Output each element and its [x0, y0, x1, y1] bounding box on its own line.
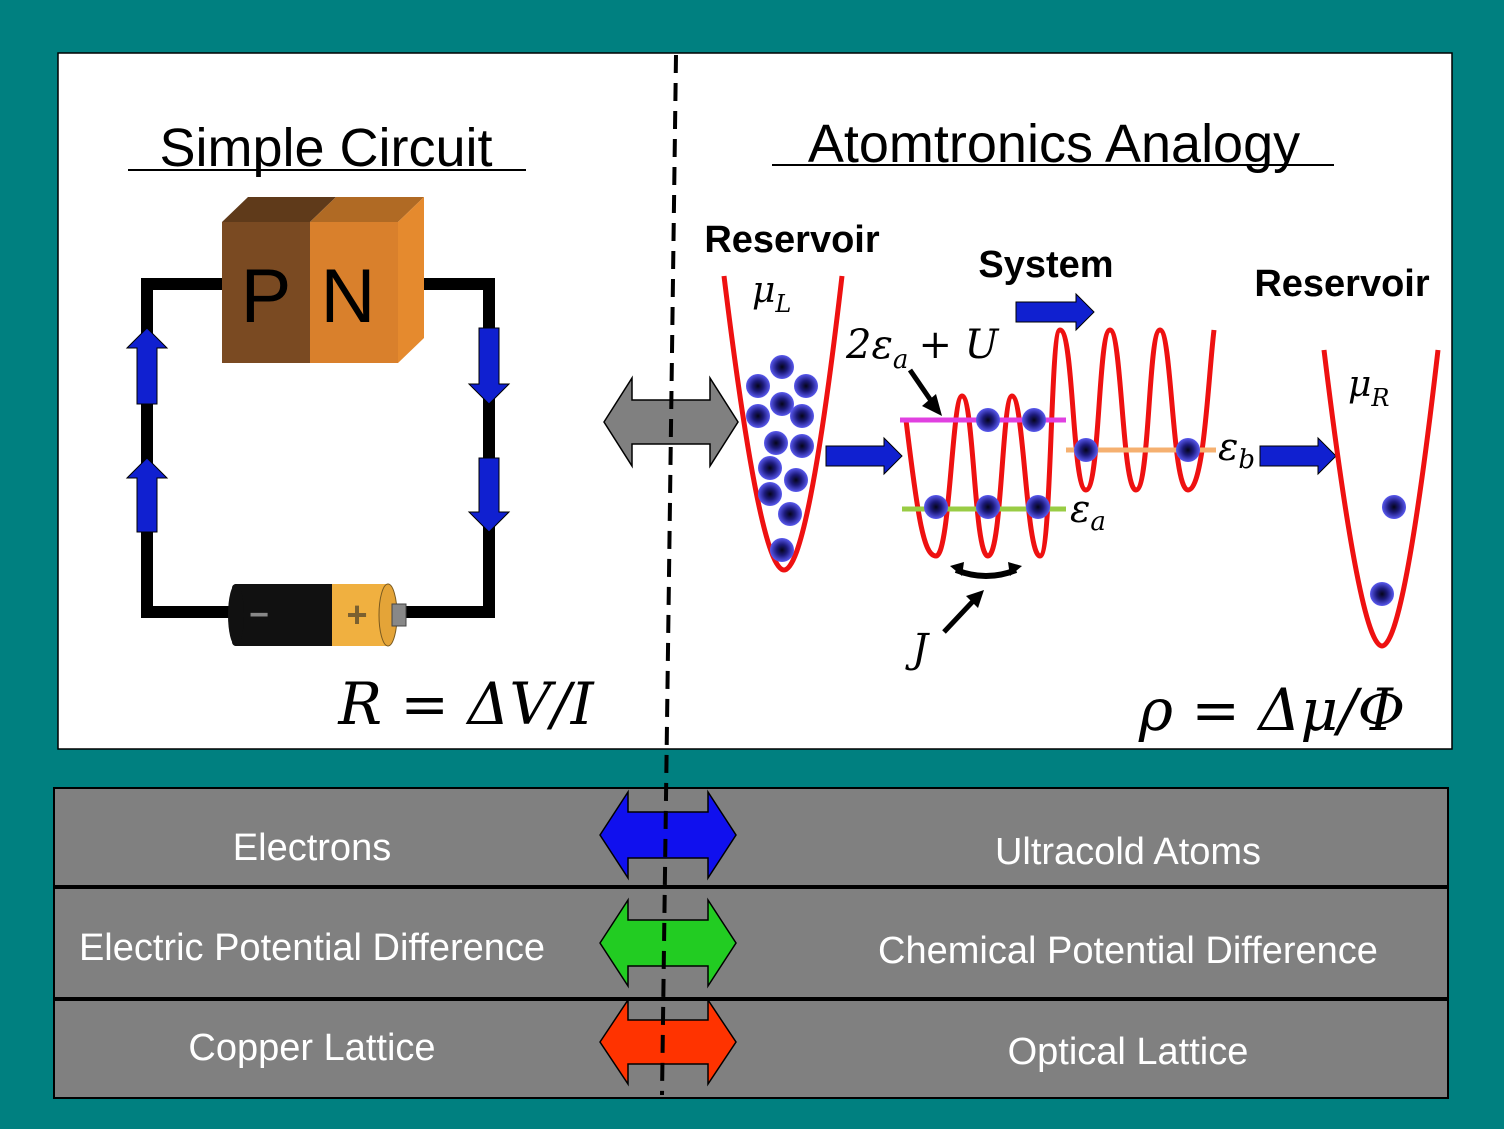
- comparison-table: Electrons Ultracold Atoms Electric Poten…: [53, 787, 1449, 1099]
- tunneling-head-left: [950, 562, 964, 576]
- current-arrow-up-2: [125, 457, 169, 533]
- right-reservoir-atoms: [1370, 495, 1406, 606]
- flow-arrow-right: [1259, 436, 1337, 476]
- simple-circuit-title: Simple Circuit: [159, 118, 492, 178]
- atom: [770, 538, 794, 562]
- system-flow-arrow: [1015, 292, 1095, 332]
- resistivity-equation: ρ = Δμ/Φ: [1138, 676, 1405, 744]
- current-arrow-down-1: [467, 327, 511, 405]
- atom: [770, 355, 794, 379]
- atom: [924, 495, 948, 519]
- atom: [758, 482, 782, 506]
- table-row: [53, 887, 1449, 999]
- pointer-arrow-j: [942, 596, 978, 634]
- table-row: [53, 999, 1449, 1099]
- atom: [790, 404, 814, 428]
- atom: [790, 434, 814, 458]
- table-row: [53, 787, 1449, 887]
- right-reservoir-trap: [1321, 349, 1441, 649]
- row-left-electric-potential: Electric Potential Difference: [79, 927, 545, 969]
- atom: [1176, 438, 1200, 462]
- pointer-arrow-j-head: [966, 590, 984, 608]
- atom: [1370, 582, 1394, 606]
- atom: [1022, 408, 1046, 432]
- atom: [794, 374, 818, 398]
- atom: [976, 408, 1000, 432]
- row-right-optical-lattice: Optical Lattice: [1008, 1031, 1249, 1073]
- battery: − +: [228, 583, 407, 647]
- current-arrow-up-1: [125, 327, 169, 405]
- atom: [784, 468, 808, 492]
- atom: [746, 374, 770, 398]
- label-2eps-a-plus-u: 2εa+ U: [845, 322, 1000, 375]
- reservoir-right-label: Reservoir: [1254, 263, 1430, 305]
- red-double-arrow: [599, 997, 737, 1087]
- resistance-equation: R = ΔV/I: [337, 670, 594, 738]
- battery-minus-label: −: [249, 596, 269, 634]
- atom: [770, 392, 794, 416]
- row-right-ultracold-atoms: Ultracold Atoms: [995, 831, 1261, 873]
- green-double-arrow: [599, 897, 737, 989]
- blue-double-arrow: [599, 789, 737, 881]
- tunneling-head-right: [1008, 562, 1022, 576]
- circuit-wire: [141, 278, 240, 618]
- lattice-atoms: [924, 408, 1200, 519]
- mu-right-label: μR: [1348, 364, 1389, 412]
- dashed-divider: [660, 54, 678, 1096]
- n-label: N: [321, 254, 376, 339]
- pointer-arrow-upper-head: [922, 394, 942, 416]
- atom: [758, 456, 782, 480]
- optical-lattice-potential: [903, 327, 1217, 559]
- atom: [976, 495, 1000, 519]
- atom: [1074, 438, 1098, 462]
- label-eps-a: εa: [1070, 487, 1106, 537]
- row-left-electrons: Electrons: [233, 827, 391, 869]
- atom: [1026, 495, 1050, 519]
- battery-plus-label: +: [346, 594, 367, 635]
- atom: [778, 502, 802, 526]
- flow-arrow-left: [825, 436, 903, 476]
- atom: [1382, 495, 1406, 519]
- reservoir-left-label: Reservoir: [704, 219, 880, 261]
- system-label: System: [978, 244, 1113, 286]
- mu-left-label: μL: [752, 270, 791, 318]
- current-arrow-down-2: [467, 457, 511, 533]
- left-reservoir-atoms: [746, 355, 818, 562]
- left-reservoir-trap: [721, 275, 845, 573]
- row-left-copper-lattice: Copper Lattice: [188, 1027, 435, 1069]
- atom: [746, 404, 770, 428]
- pn-junction: P N: [222, 197, 424, 363]
- p-label: P: [241, 254, 292, 339]
- label-eps-b: εb: [1218, 425, 1255, 475]
- atom: [764, 431, 788, 455]
- circuit-wire-right: [402, 278, 495, 618]
- row-right-chemical-potential: Chemical Potential Difference: [878, 930, 1378, 972]
